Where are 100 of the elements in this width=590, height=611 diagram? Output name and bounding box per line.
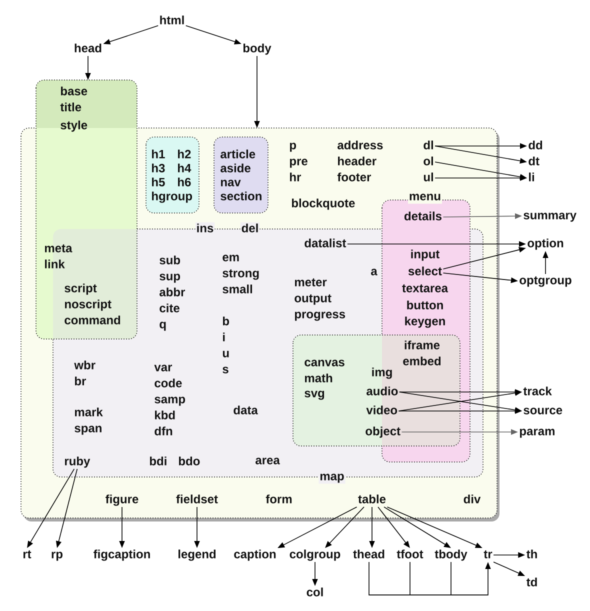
tag-label: tr	[484, 550, 492, 558]
tag-label: br	[74, 376, 86, 386]
tag-label: p	[290, 142, 296, 152]
tag-label: header	[338, 156, 376, 166]
tag-label: base	[60, 86, 88, 96]
tag-label: footer	[337, 172, 372, 182]
tag-label: bdo	[178, 456, 200, 466]
tag-label: ul	[424, 172, 433, 182]
tag-label: meter	[294, 278, 327, 286]
tag-label: dl	[424, 140, 433, 150]
tag-label: h4	[178, 164, 192, 172]
tag-label: h6	[178, 178, 191, 186]
tag-label: area	[256, 458, 280, 464]
tag-label: style	[60, 120, 88, 132]
tag-label: video	[366, 406, 398, 414]
tag-label: small	[222, 284, 252, 294]
tag-label: figure	[106, 494, 138, 506]
tag-label: figcaption	[94, 550, 150, 561]
tag-label: em	[222, 254, 239, 262]
tag-label: command	[64, 316, 120, 324]
tag-label: kbd	[155, 410, 175, 420]
tag-label: optgroup	[520, 276, 572, 287]
tag-label: title	[60, 102, 82, 112]
tag-label: nav	[220, 180, 241, 186]
tag-label: hr	[290, 172, 302, 182]
tag-label: strong	[222, 269, 259, 280]
tag-label: math	[304, 374, 332, 382]
tag-label: h2	[178, 150, 191, 158]
tag-label: b	[222, 316, 230, 326]
tag-label: option	[528, 238, 564, 250]
tag-label: a	[371, 268, 378, 276]
tag-label: sub	[160, 256, 180, 264]
tag-label: rt	[23, 550, 32, 558]
tag-label: canvas	[304, 360, 344, 366]
tag-label: var	[154, 364, 172, 372]
tag-label: iframe	[404, 340, 440, 350]
tag-label: i	[223, 332, 225, 342]
tag-label: samp	[154, 396, 186, 406]
tag-label: blockquote	[292, 198, 355, 210]
tag-label: keygen	[405, 316, 445, 328]
tag-label: caption	[234, 550, 276, 561]
tag-label: button	[407, 300, 443, 310]
arrow	[368, 562, 491, 596]
tag-label: embed	[403, 356, 441, 366]
tag-label: address	[338, 140, 383, 150]
tag-label: article	[220, 150, 256, 158]
tag-label: data	[234, 406, 258, 414]
tag-label: hgroup	[152, 192, 192, 203]
tag-label: wbr	[74, 360, 96, 370]
tag-label: track	[523, 386, 552, 396]
tag-label: h3	[152, 164, 165, 172]
tag-label: tfoot	[396, 550, 424, 558]
tag-label: ruby	[64, 456, 90, 468]
tag-label: mark	[74, 408, 103, 416]
tag-label: body	[243, 44, 272, 55]
tag-label: audio	[366, 386, 398, 396]
tag-label: summary	[524, 212, 576, 222]
tag-label: head	[74, 44, 102, 52]
tag-label: th	[526, 550, 537, 558]
tag-label: source	[524, 408, 562, 414]
tag-label: textarea	[402, 284, 448, 292]
tag-label: abbr	[160, 288, 186, 296]
tag-label: noscript	[64, 300, 112, 311]
tag-label: details	[404, 212, 442, 220]
tag-label: h5	[152, 178, 165, 186]
tag-label: output	[294, 294, 332, 305]
tag-label: s	[222, 366, 228, 374]
tag-label: legend	[178, 550, 216, 561]
tag-label: datalist	[304, 238, 346, 248]
tag-label: select	[408, 266, 442, 276]
tag-label: pre	[290, 158, 308, 168]
tag-label: map	[318, 470, 346, 484]
tag-label: object	[366, 426, 400, 438]
tag-label: td	[526, 578, 537, 586]
tag-label: html	[160, 16, 184, 24]
tag-label: fieldset	[176, 494, 218, 504]
tag-label: form	[266, 494, 292, 504]
tag-label: sup	[160, 274, 180, 283]
tag-label: ol	[424, 156, 433, 166]
tag-label: thead	[353, 550, 384, 558]
tag-label: aside	[220, 164, 250, 172]
tag-label: img	[372, 368, 392, 379]
tag-label: svg	[304, 390, 324, 400]
tag-label: param	[520, 428, 554, 438]
tag-label: col	[306, 588, 323, 596]
tag-label: tbody	[434, 550, 468, 561]
tag-label: dd	[528, 140, 542, 150]
tag-label: script	[64, 284, 97, 295]
tag-label: cite	[160, 304, 180, 312]
tag-label: code	[154, 378, 182, 388]
tag-label: dfn	[154, 426, 172, 436]
tag-label: rp	[52, 552, 62, 561]
tag-label: table	[358, 494, 386, 504]
tag-label: input	[411, 250, 440, 261]
tag-label: menu	[408, 190, 442, 204]
tag-label: li	[529, 172, 534, 182]
tag-label: div	[464, 494, 481, 504]
tag-label: colgroup	[290, 550, 340, 561]
tag-label: q	[160, 322, 166, 331]
tag-label: span	[74, 426, 102, 435]
